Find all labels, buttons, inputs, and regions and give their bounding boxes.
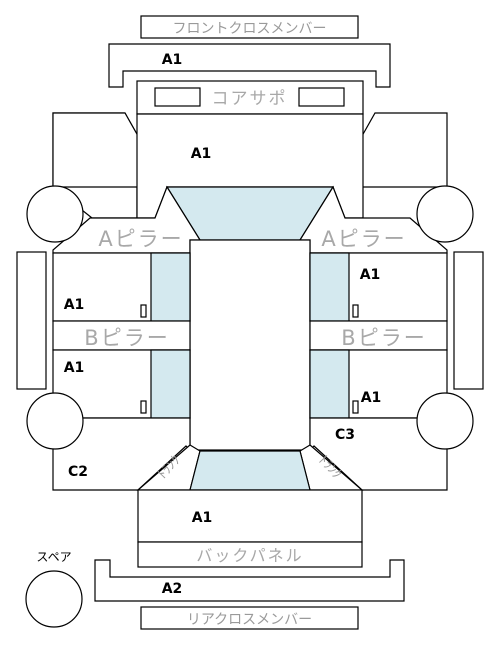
front-cross-member xyxy=(108,43,391,88)
rear-cross-member-box xyxy=(140,606,359,630)
left-rear-door-handle xyxy=(140,400,147,414)
left-b-pillar xyxy=(52,320,191,351)
front-cross-member-label: フロントクロスメンバー xyxy=(173,21,327,37)
front-cross-member-grade: A1 xyxy=(162,52,183,68)
back-panel-label: バックパネル xyxy=(196,546,303,565)
rear-cross-member-grade: A2 xyxy=(162,581,183,597)
left-rear-wheel xyxy=(26,392,84,450)
core-support-right-slot xyxy=(298,87,345,107)
trunk-grade: A1 xyxy=(192,510,213,526)
left-front-door-grade: A1 xyxy=(64,297,85,313)
left-rear-window xyxy=(150,349,191,419)
left-rear-quarter xyxy=(52,417,191,491)
right-rear-quarter xyxy=(309,417,448,491)
right-rear-door-grade: A1 xyxy=(361,390,382,406)
right-b-pillar xyxy=(309,320,448,351)
spare-label: スペア xyxy=(36,550,71,564)
right-rear-wheel xyxy=(416,392,474,450)
rear-cross-member-label: リアクロスメンバー xyxy=(187,612,312,628)
left-rear-door-grade: A1 xyxy=(64,360,85,376)
core-support-left-slot xyxy=(154,87,201,107)
back-panel xyxy=(137,541,363,568)
rear-window xyxy=(189,450,311,491)
hood-grade: A1 xyxy=(191,146,212,162)
left-front-wheel xyxy=(26,185,84,243)
core-support-label: コアサポ xyxy=(212,89,288,109)
left-front-window xyxy=(150,252,191,322)
c2-grade: C2 xyxy=(68,464,88,480)
right-b-pillar-label: Bピラー xyxy=(341,326,426,350)
rear-cross-member xyxy=(94,559,405,602)
left-b-pillar-label: Bピラー xyxy=(84,326,169,350)
trunk-lid xyxy=(137,489,363,543)
front-cross-member-box xyxy=(140,15,359,39)
left-a-pillar-label: Aピラー xyxy=(98,227,183,251)
roof xyxy=(189,239,311,451)
left-front-fender-panel xyxy=(52,112,139,188)
right-side-rail xyxy=(453,251,484,390)
c3-grade: C3 xyxy=(335,427,355,443)
left-side-rail xyxy=(16,251,47,390)
left-front-door-handle xyxy=(140,304,147,318)
right-front-fender-panel xyxy=(361,112,448,188)
right-a-pillar-label: Aピラー xyxy=(321,227,406,251)
right-front-wheel xyxy=(416,185,474,243)
right-rear-window xyxy=(309,349,350,419)
right-front-door-handle xyxy=(352,304,359,318)
right-front-window xyxy=(309,252,350,322)
spare-tire xyxy=(25,570,83,628)
right-front-door-grade: A1 xyxy=(360,267,381,283)
right-rear-door-handle xyxy=(352,400,359,414)
